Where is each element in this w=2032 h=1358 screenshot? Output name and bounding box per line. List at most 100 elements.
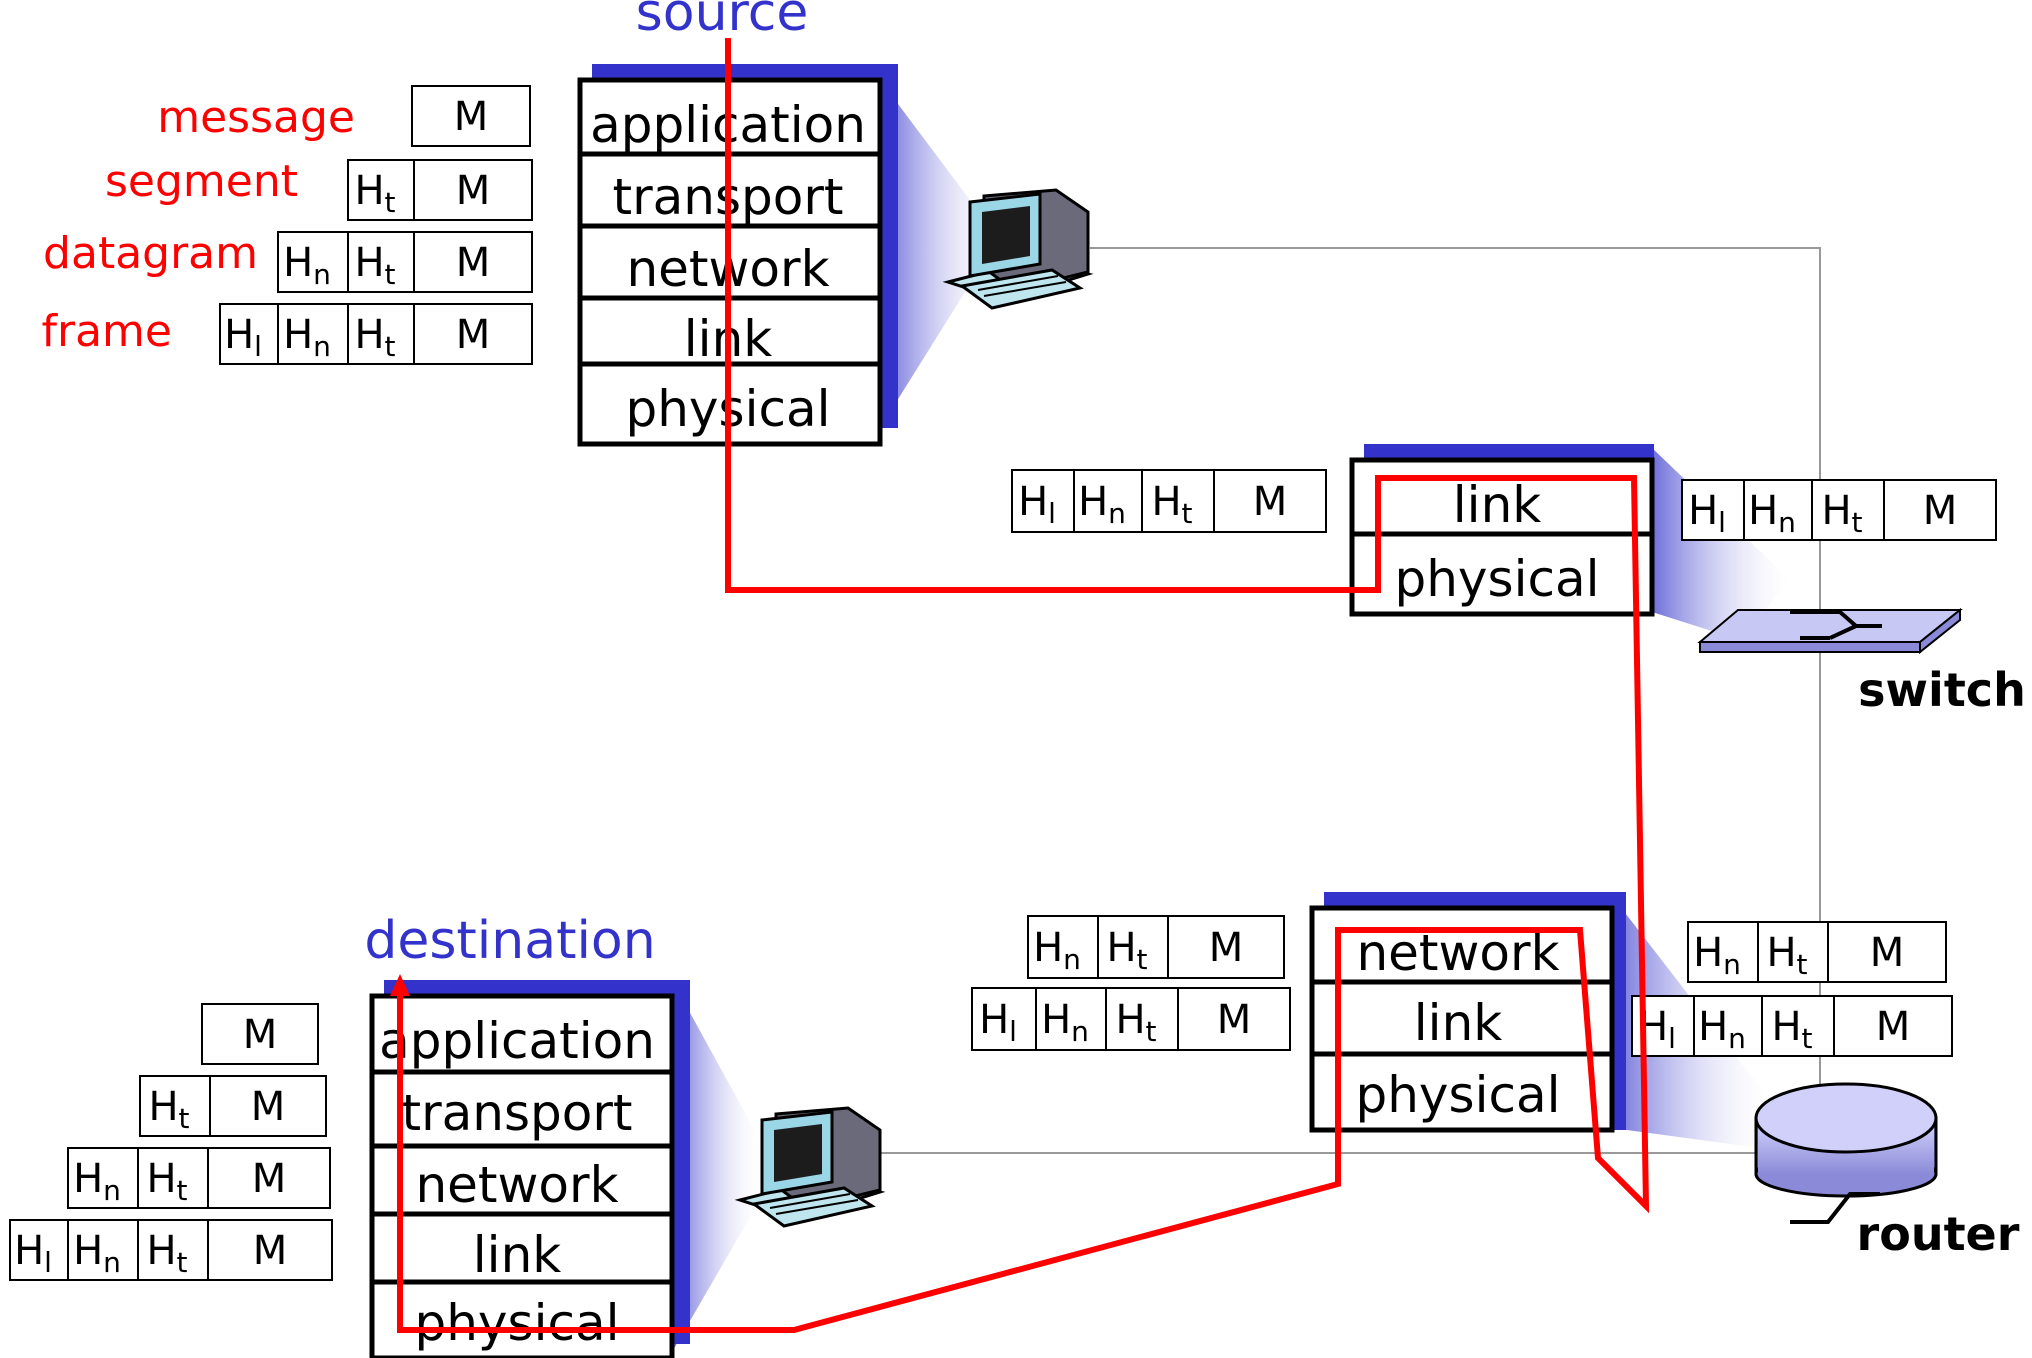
pdu-label-frame: frame xyxy=(42,306,172,357)
header-cell xyxy=(9,1219,69,1281)
payload-text: M xyxy=(252,1156,287,1202)
destination-layer-network: network xyxy=(415,1156,618,1214)
pdu-label-datagram: datagram xyxy=(43,228,258,279)
header-cell xyxy=(219,303,279,365)
payload-cell xyxy=(1177,987,1291,1051)
pdu-label-segment: segment xyxy=(105,156,298,207)
payload-text: M xyxy=(253,1228,288,1274)
header-cell xyxy=(971,987,1037,1051)
router-layer-network: network xyxy=(1356,924,1559,982)
header-cell xyxy=(1681,479,1745,541)
destination-title: destination xyxy=(364,911,655,971)
payload-text: M xyxy=(1253,479,1288,525)
payload-text: M xyxy=(1209,925,1244,971)
header-cell xyxy=(1693,995,1763,1057)
header-cell xyxy=(1743,479,1813,541)
payload-text: M xyxy=(1923,488,1958,534)
header-t-text: Ht xyxy=(1115,997,1156,1048)
header-cell xyxy=(1011,469,1075,533)
payload-text: M xyxy=(1876,1004,1911,1050)
header-t-text: Ht xyxy=(1771,1004,1812,1055)
payload-text: M xyxy=(454,94,489,140)
source-title: source xyxy=(636,0,809,43)
payload-cell xyxy=(1167,915,1285,979)
header-t-text: Ht xyxy=(1106,925,1147,976)
router-stack: network link physical xyxy=(1309,892,1626,1133)
packet-row: Hn Ht M xyxy=(277,231,533,293)
header-cell xyxy=(347,159,415,221)
packet-row: Hn Ht M xyxy=(1027,915,1285,979)
header-n-text: Hn xyxy=(1033,925,1081,976)
switch-label: switch xyxy=(1858,663,2026,717)
header-n-text: Hn xyxy=(283,312,331,363)
header-n-text: Hn xyxy=(1693,930,1741,981)
header-cell xyxy=(137,1147,209,1209)
header-t-text: Ht xyxy=(354,312,395,363)
header-cell xyxy=(1687,921,1759,983)
header-t-text: Ht xyxy=(148,1084,189,1135)
destination-layer-physical: physical xyxy=(415,1294,620,1352)
router-icon xyxy=(1754,1082,1938,1224)
header-t-text: Ht xyxy=(354,240,395,291)
payload-cell xyxy=(413,159,533,221)
data-path xyxy=(390,38,1650,1333)
payload-text: M xyxy=(1870,930,1905,976)
payload-text: M xyxy=(456,168,491,214)
source-beam xyxy=(880,80,1000,428)
header-l-text: Hl xyxy=(14,1228,52,1279)
payload-cell xyxy=(1883,479,1997,541)
header-cell xyxy=(67,1147,139,1209)
header-cell xyxy=(347,303,415,365)
router-label: router xyxy=(1857,1207,2020,1261)
payload-cell xyxy=(207,1219,333,1281)
payload-cell xyxy=(411,85,531,147)
header-t-text: Ht xyxy=(146,1156,187,1207)
payload-cell xyxy=(201,1003,319,1065)
header-t-text: Ht xyxy=(146,1228,187,1279)
payload-text: M xyxy=(243,1012,278,1058)
payload-cell xyxy=(413,303,533,365)
header-t-text: Ht xyxy=(354,168,395,219)
source-computer-icon xyxy=(942,188,1094,310)
payload-text: M xyxy=(1217,997,1252,1043)
header-cell xyxy=(1761,995,1835,1057)
payload-cell xyxy=(209,1075,327,1137)
packet-row: M xyxy=(201,1003,319,1065)
header-t-text: Ht xyxy=(1151,479,1192,530)
header-cell xyxy=(139,1075,211,1137)
header-t-text: Ht xyxy=(1766,930,1807,981)
header-l-text: Hl xyxy=(1688,488,1726,539)
payload-cell xyxy=(1827,921,1947,983)
header-n-text: Hn xyxy=(283,240,331,291)
payload-cell xyxy=(1213,469,1327,533)
payload-cell xyxy=(207,1147,331,1209)
router-layer-link: link xyxy=(1414,994,1502,1052)
destination-layer-transport: transport xyxy=(401,1084,632,1142)
header-cell xyxy=(347,231,415,293)
header-cell xyxy=(137,1219,209,1281)
switch-layer-link: link xyxy=(1453,476,1541,534)
header-l-text: Hl xyxy=(1018,479,1056,530)
packet-row: M xyxy=(411,85,531,147)
router-layer-physical: physical xyxy=(1356,1066,1561,1124)
payload-text: M xyxy=(456,240,491,286)
payload-text: M xyxy=(456,312,491,358)
payload-cell xyxy=(413,231,533,293)
header-l-text: Hl xyxy=(979,997,1017,1048)
header-n-text: Hn xyxy=(1078,479,1126,530)
header-cell xyxy=(1035,987,1107,1051)
switch-icon xyxy=(1697,607,1963,655)
destination-stack: application transport network link physi… xyxy=(369,980,690,1358)
packet-row: Ht M xyxy=(347,159,533,221)
switch-layer-physical: physical xyxy=(1395,550,1600,608)
payload-text: M xyxy=(251,1084,286,1130)
header-n-text: Hn xyxy=(1698,1004,1746,1055)
switch-stack: link physical xyxy=(1349,444,1655,617)
destination-layer-link: link xyxy=(473,1226,561,1284)
